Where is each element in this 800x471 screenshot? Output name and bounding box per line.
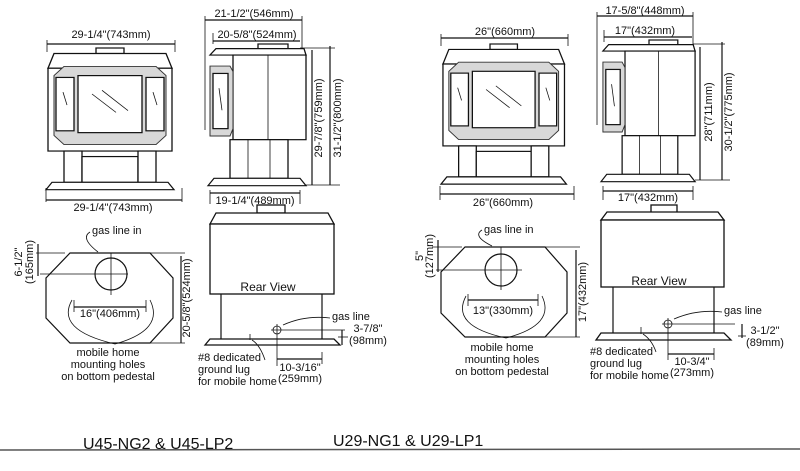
model-u29-side-view: 17-5/8"(448mm) 17"(432mm) 28"(711mm) 30-… [596, 5, 735, 204]
lug-line-3: for mobile home [198, 376, 277, 388]
bottom-hole-spacing: 13"(330mm) [473, 305, 533, 317]
note-line-1: mobile home [77, 347, 140, 359]
rear-gas-side-in: 10-3/4" [674, 356, 709, 368]
model-u45-title: U45-NG2 & U45-LP2 [83, 436, 233, 453]
side-overall-height: 31-1/2"(800mm) [332, 78, 344, 157]
lug-line-1: #8 dedicated [590, 346, 653, 358]
note-line-1: mobile home [471, 342, 534, 354]
rear-gas-height-mm: (89mm) [746, 337, 784, 349]
note-line-3: on bottom pedestal [61, 371, 155, 383]
note-line-2: mounting holes [465, 354, 540, 366]
model-u29-rear-view: Rear View gas line 3-1/2" (89mm) 10-3/4"… [590, 204, 784, 382]
rear-gas-side-in: 10-3/16" [279, 362, 320, 374]
side-body-depth: 20-5/8"(524mm) [217, 29, 296, 41]
bottom-gas-offset-mm: (165mm) [24, 240, 36, 284]
side-base-depth: 17"(432mm) [618, 192, 678, 204]
model-u29-bottom-view: 5" (127mm) gas line in 13"(330mm) 17"(43… [414, 224, 589, 378]
label-gas-line-in: gas line in [92, 225, 142, 237]
front-top-width: 29-1/4"(743mm) [71, 29, 150, 41]
side-overall-depth: 17-5/8"(448mm) [605, 5, 684, 17]
rear-gas-height-in: 3-7/8" [354, 323, 383, 335]
model-u45-side-view: 21-1/2"(546mm) 20-5/8"(524mm) 29-7/8"(75… [204, 8, 344, 207]
model-u29-title: U29-NG1 & U29-LP1 [333, 433, 483, 450]
title-rule [0, 448, 800, 451]
bottom-gas-offset-in: 6-1/2" [13, 247, 25, 276]
rear-gas-side-mm: (273mm) [670, 367, 714, 379]
model-u45-front-view: 29-1/4"(743mm) 29-1/4"(743mm) [45, 29, 183, 214]
side-height-to-top: 28"(711mm) [703, 82, 715, 141]
rear-gas-height-in: 3-1/2" [751, 325, 780, 337]
bottom-hole-spacing: 16"(406mm) [80, 308, 140, 320]
note-line-2: mounting holes [71, 359, 146, 371]
bottom-gas-offset-mm: (127mm) [424, 234, 436, 278]
side-height-to-top: 29-7/8"(759mm) [313, 78, 325, 157]
rear-view-title: Rear View [240, 280, 295, 294]
front-base-width: 26"(660mm) [473, 197, 533, 209]
side-body-depth: 17"(432mm) [615, 25, 675, 37]
side-base-depth: 19-1/4"(489mm) [215, 195, 294, 207]
rear-view-title: Rear View [631, 274, 686, 288]
bottom-gas-offset-in: 5" [414, 251, 426, 261]
label-gas-line: gas line [724, 305, 762, 317]
bottom-pedestal-depth: 20-5/8"(524mm) [181, 258, 193, 337]
lug-line-3: for mobile home [590, 370, 669, 382]
side-overall-depth: 21-1/2"(546mm) [214, 8, 293, 20]
lug-line-2: ground lug [590, 358, 642, 370]
rear-gas-height-mm: (98mm) [349, 335, 387, 347]
side-overall-height: 30-1/2"(775mm) [723, 72, 735, 151]
lug-line-2: ground lug [198, 364, 250, 376]
model-u29-front-view: 26"(660mm) 26"(660mm) [439, 26, 575, 209]
model-u45-rear-view: Rear View gas line 3-7/8" (98mm) 10-3/16… [198, 204, 387, 388]
front-base-width: 29-1/4"(743mm) [73, 202, 152, 214]
label-gas-line-in: gas line in [484, 224, 534, 236]
front-top-width: 26"(660mm) [475, 26, 535, 38]
model-u45-bottom-view: 6-1/2" (165mm) gas line in 16"(406mm) 20… [13, 225, 193, 383]
bottom-pedestal-depth: 17"(432mm) [577, 262, 589, 322]
label-gas-line: gas line [332, 311, 370, 323]
note-line-3: on bottom pedestal [455, 366, 549, 378]
lug-line-1: #8 dedicated [198, 352, 261, 364]
rear-gas-side-mm: (259mm) [278, 373, 322, 385]
